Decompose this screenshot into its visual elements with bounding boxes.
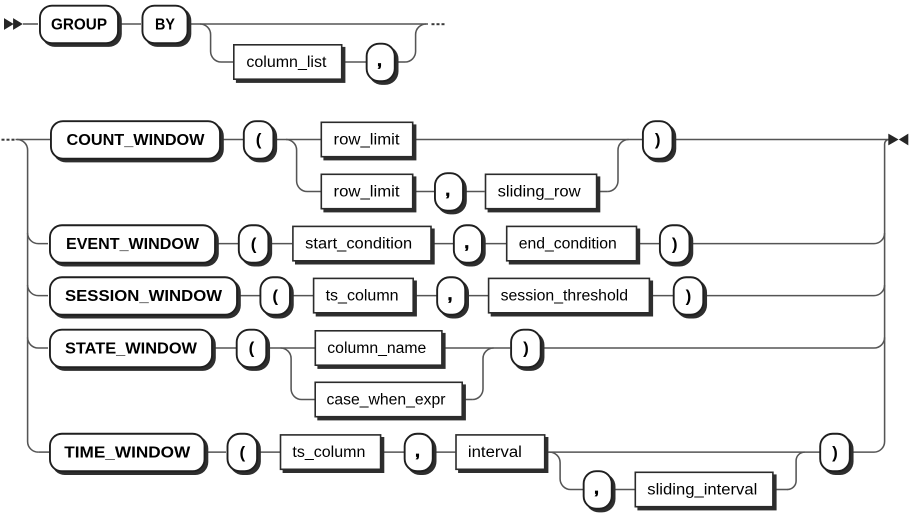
svg-text:ts_column: ts_column <box>292 444 365 461</box>
svg-text:sliding_interval: sliding_interval <box>647 481 757 498</box>
svg-text:(: ( <box>249 339 255 358</box>
svg-text:column_list: column_list <box>246 54 327 71</box>
svg-text:SESSION_WINDOW: SESSION_WINDOW <box>65 288 223 305</box>
svg-text:,: , <box>594 479 599 498</box>
svg-text:(: ( <box>251 234 257 253</box>
svg-text:): ) <box>686 286 692 305</box>
svg-text:STATE_WINDOW: STATE_WINDOW <box>65 340 197 357</box>
svg-text:(: ( <box>272 286 278 305</box>
svg-text:row_limit: row_limit <box>334 183 401 200</box>
svg-text:,: , <box>448 285 453 304</box>
svg-text:,: , <box>445 181 450 200</box>
svg-text:sliding_row: sliding_row <box>498 183 582 200</box>
svg-text:column_name: column_name <box>327 340 426 357</box>
svg-text:(: ( <box>239 443 245 462</box>
svg-text:,: , <box>415 441 420 460</box>
svg-text:(: ( <box>256 130 262 149</box>
svg-text:case_when_expr: case_when_expr <box>327 391 446 408</box>
svg-text:): ) <box>655 130 661 149</box>
svg-text:ts_column: ts_column <box>326 288 399 305</box>
svg-text:interval: interval <box>468 444 522 461</box>
svg-text:GROUP: GROUP <box>51 16 107 33</box>
svg-text:): ) <box>672 234 678 253</box>
svg-text:,: , <box>464 233 469 252</box>
svg-text:row_limit: row_limit <box>334 131 401 148</box>
svg-text:session_threshold: session_threshold <box>501 288 628 305</box>
svg-text:,: , <box>377 51 382 70</box>
svg-text:): ) <box>523 339 529 358</box>
svg-text:end_condition: end_condition <box>519 236 617 253</box>
svg-text:): ) <box>832 443 838 462</box>
svg-text:TIME_WINDOW: TIME_WINDOW <box>64 445 191 462</box>
svg-text:COUNT_WINDOW: COUNT_WINDOW <box>67 132 205 149</box>
svg-text:BY: BY <box>155 16 176 33</box>
svg-text:EVENT_WINDOW: EVENT_WINDOW <box>66 236 199 253</box>
svg-text:start_condition: start_condition <box>305 236 412 253</box>
